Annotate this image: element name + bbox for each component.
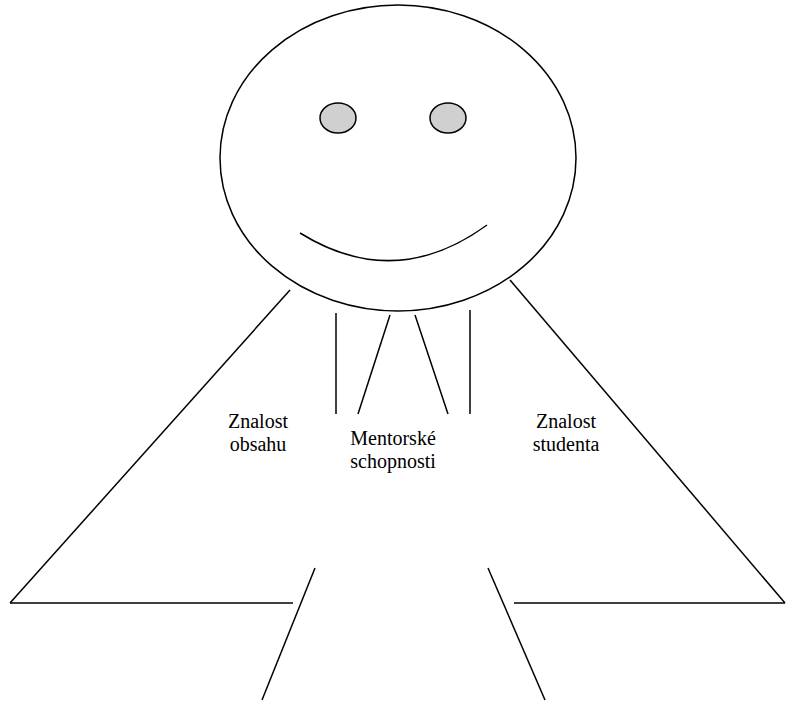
smile bbox=[300, 225, 487, 261]
leg-line bbox=[262, 568, 315, 700]
cape-line bbox=[10, 602, 293, 604]
head bbox=[220, 5, 576, 311]
collar-line bbox=[469, 310, 471, 414]
part-label: Znalost studenta bbox=[518, 410, 614, 456]
leg-line bbox=[488, 568, 545, 700]
part-label: Znalost obsahu bbox=[212, 410, 304, 456]
collar-line bbox=[335, 313, 337, 414]
eye bbox=[320, 103, 356, 133]
collar-line bbox=[415, 315, 448, 414]
collar-line bbox=[358, 315, 390, 414]
cape-line bbox=[510, 280, 785, 603]
eye bbox=[430, 103, 466, 133]
part-label: Mentorské schopnosti bbox=[338, 427, 448, 473]
cape-line bbox=[514, 602, 785, 604]
